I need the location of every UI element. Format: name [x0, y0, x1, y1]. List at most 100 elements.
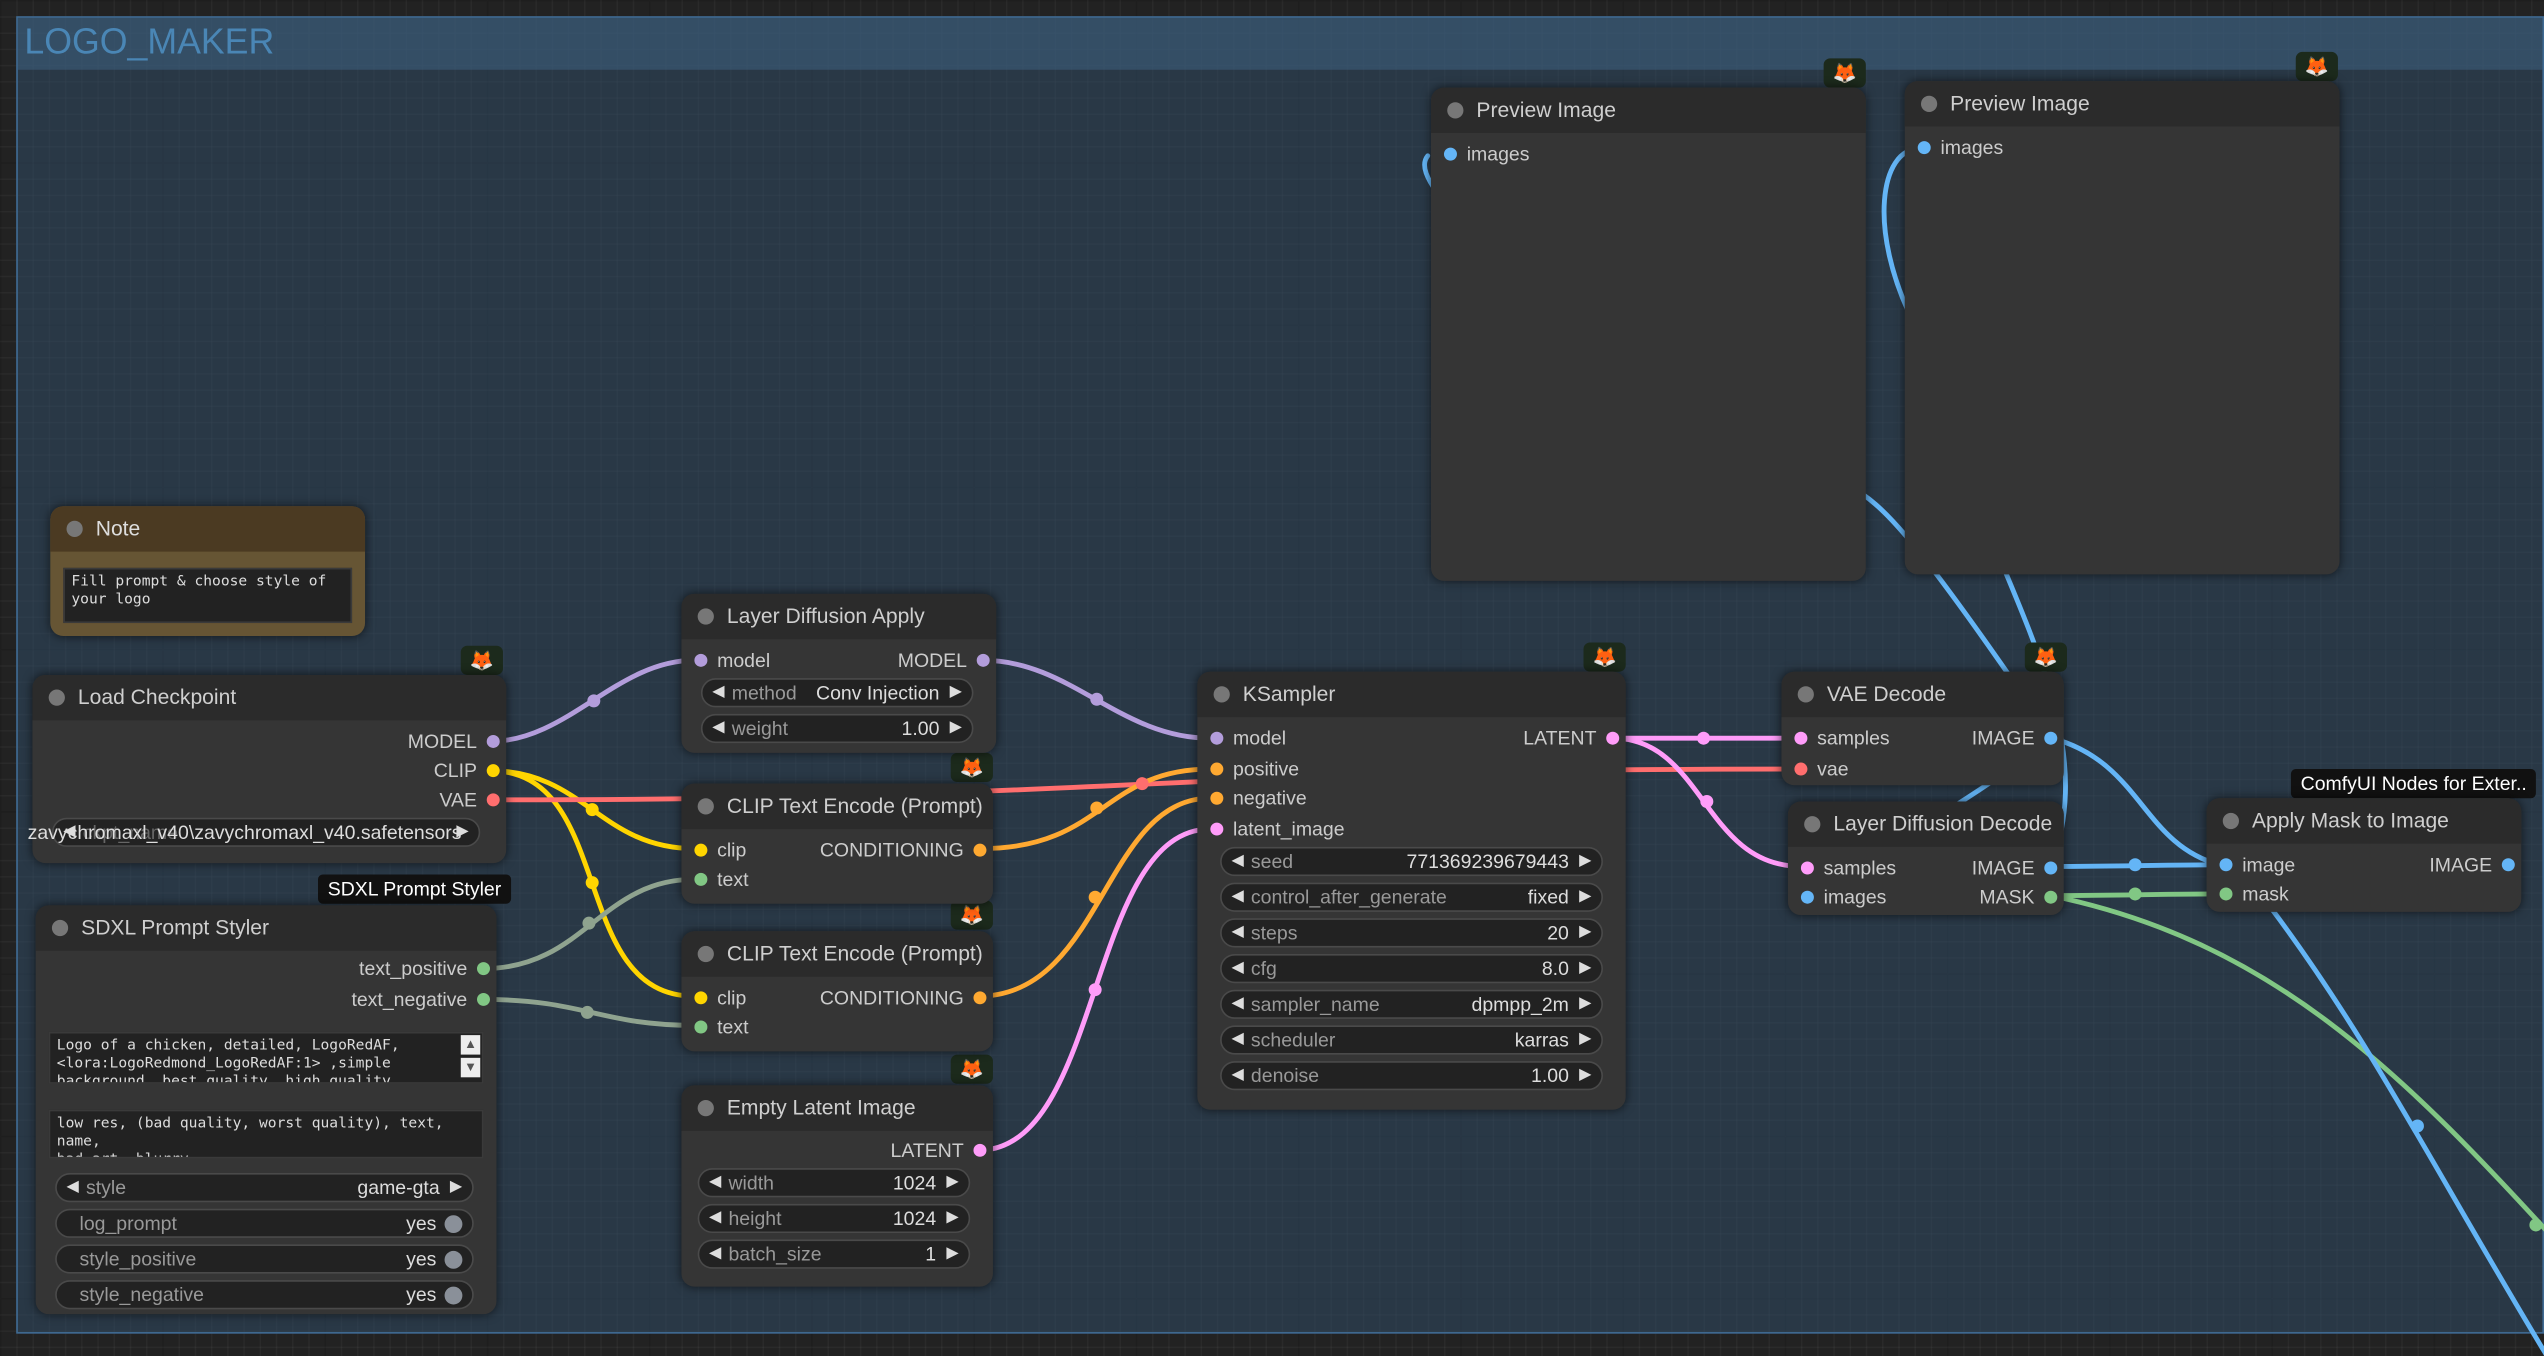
batch-size-number[interactable]: ◀ batch_size 1 ▶: [697, 1239, 971, 1269]
arrow-left-icon[interactable]: ◀: [63, 822, 76, 841]
collapse-dot[interactable]: [1213, 686, 1230, 703]
input-text[interactable]: text: [688, 865, 749, 894]
layer-diffusion-decode-node[interactable]: Layer Diffusion Decode samples images IM…: [1787, 801, 2064, 916]
arrow-left-icon[interactable]: ◀: [709, 1244, 722, 1263]
arrow-right-icon[interactable]: ▶: [449, 1177, 463, 1196]
note-node[interactable]: Note Fill prompt & choose style of your …: [50, 506, 366, 637]
node-title[interactable]: Layer Diffusion Apply: [681, 593, 997, 640]
arrow-left-icon[interactable]: ◀: [66, 1177, 80, 1196]
arrow-right-icon[interactable]: ▶: [949, 683, 963, 701]
input-negative[interactable]: negative: [1204, 784, 1307, 813]
input-positive[interactable]: positive: [1204, 754, 1299, 783]
apply-mask-to-image-node[interactable]: Apply Mask to Image image mask IMAGE: [2206, 798, 2522, 912]
output-clip[interactable]: CLIP: [434, 756, 507, 785]
style-negative-toggle[interactable]: style_negative yes: [55, 1280, 474, 1310]
clip-text-encode-node-1[interactable]: CLIP Text Encode (Prompt) clip text COND…: [681, 783, 993, 904]
arrow-right-icon[interactable]: ▶: [1579, 1065, 1592, 1084]
input-images[interactable]: images: [1437, 140, 1529, 169]
output-conditioning[interactable]: CONDITIONING: [820, 983, 993, 1012]
arrow-right-icon[interactable]: ▶: [946, 1244, 959, 1263]
arrow-left-icon[interactable]: ◀: [712, 683, 725, 701]
ksampler-node[interactable]: KSampler model positive negative latent_…: [1197, 671, 1626, 1110]
collapse-dot[interactable]: [51, 919, 69, 937]
vae-decode-node[interactable]: VAE Decode samples vae IMAGE: [1781, 671, 2064, 786]
output-image[interactable]: IMAGE: [2429, 850, 2521, 879]
log-prompt-toggle[interactable]: log_prompt yes: [55, 1208, 474, 1238]
output-model[interactable]: MODEL: [898, 646, 996, 675]
arrow-left-icon[interactable]: ◀: [1231, 851, 1244, 870]
node-title[interactable]: CLIP Text Encode (Prompt): [681, 931, 993, 977]
negative-prompt-textarea[interactable]: low res, (bad quality, worst quality), t…: [48, 1109, 484, 1159]
input-image[interactable]: image: [2213, 850, 2295, 879]
output-latent[interactable]: LATENT: [1523, 724, 1625, 753]
toggle-knob-icon[interactable]: [444, 1250, 463, 1269]
empty-latent-image-node[interactable]: Empty Latent Image LATENT ◀ width 1024 ▶…: [681, 1085, 993, 1287]
output-mask[interactable]: MASK: [1979, 883, 2063, 912]
style-combo[interactable]: ◀ style game-gta ▶: [55, 1173, 474, 1203]
output-image[interactable]: IMAGE: [1972, 724, 2064, 753]
collapse-dot[interactable]: [1804, 816, 1821, 833]
preview-image-node-2[interactable]: Preview Image images: [1904, 81, 2340, 575]
input-latent-image[interactable]: latent_image: [1204, 814, 1345, 843]
clip-text-encode-node-2[interactable]: CLIP Text Encode (Prompt) clip text COND…: [681, 931, 993, 1052]
node-title[interactable]: Empty Latent Image: [681, 1085, 993, 1131]
arrow-right-icon[interactable]: ▶: [949, 718, 963, 737]
arrow-left-icon[interactable]: ◀: [709, 1208, 722, 1227]
arrow-right-icon[interactable]: ▶: [1579, 923, 1592, 942]
layer-diffusion-apply-node[interactable]: Layer Diffusion Apply model MODEL ◀ meth…: [681, 593, 997, 753]
node-title[interactable]: Preview Image: [1431, 87, 1866, 134]
toggle-knob-icon[interactable]: [444, 1215, 463, 1234]
collapse-dot[interactable]: [697, 1100, 714, 1117]
collapse-dot[interactable]: [1920, 95, 1938, 112]
arrow-left-icon[interactable]: ◀: [1231, 1065, 1244, 1084]
arrow-right-icon[interactable]: ▶: [946, 1208, 959, 1227]
arrow-right-icon[interactable]: ▶: [1579, 994, 1592, 1013]
method-combo[interactable]: ◀ method Conv Injection ▶: [700, 678, 974, 708]
note-text[interactable]: Fill prompt & choose style of your logo: [63, 567, 353, 624]
node-title[interactable]: Apply Mask to Image: [2206, 798, 2522, 844]
arrow-left-icon[interactable]: ◀: [1231, 923, 1244, 942]
collapse-dot[interactable]: [1797, 686, 1814, 703]
output-text-negative[interactable]: text_negative: [351, 985, 496, 1014]
arrow-right-icon[interactable]: ▶: [946, 1173, 959, 1191]
output-latent[interactable]: LATENT: [891, 1136, 993, 1165]
collapse-dot[interactable]: [2222, 812, 2239, 830]
output-conditioning[interactable]: CONDITIONING: [820, 836, 993, 865]
scroll-up-icon[interactable]: ▲: [460, 1035, 481, 1055]
positive-prompt-textarea[interactable]: Logo of a chicken, detailed, LogoRedAF, …: [48, 1031, 484, 1084]
collapse-dot[interactable]: [48, 689, 65, 706]
style-positive-toggle[interactable]: style_positive yes: [55, 1244, 474, 1274]
weight-number[interactable]: ◀ weight 1.00 ▶: [700, 713, 974, 744]
collapse-dot[interactable]: [66, 520, 83, 538]
arrow-right-icon[interactable]: ▶: [1579, 887, 1592, 906]
load-checkpoint-node[interactable]: Load Checkpoint MODEL CLIP VAE ◀ ckpt_na…: [28, 674, 507, 864]
arrow-right-icon[interactable]: ▶: [1579, 958, 1592, 977]
arrow-right-icon[interactable]: ▶: [456, 822, 469, 841]
input-images[interactable]: images: [1911, 133, 2003, 162]
input-clip[interactable]: clip: [688, 983, 746, 1012]
input-mask[interactable]: mask: [2213, 879, 2289, 908]
arrow-left-icon[interactable]: ◀: [1231, 958, 1244, 977]
input-samples[interactable]: samples: [1788, 724, 1890, 753]
input-model[interactable]: model: [1204, 724, 1286, 753]
arrow-left-icon[interactable]: ◀: [709, 1173, 722, 1191]
arrow-left-icon[interactable]: ◀: [712, 718, 725, 737]
input-vae[interactable]: vae: [1788, 754, 1849, 783]
node-title[interactable]: Layer Diffusion Decode: [1787, 801, 2064, 847]
collapse-dot[interactable]: [697, 798, 714, 815]
preview-image-node-1[interactable]: Preview Image images: [1431, 87, 1866, 581]
height-number[interactable]: ◀ height 1024 ▶: [697, 1203, 971, 1234]
output-vae[interactable]: VAE: [439, 785, 506, 814]
collapse-dot[interactable]: [697, 945, 714, 963]
input-text[interactable]: text: [688, 1012, 749, 1041]
collapse-dot[interactable]: [1447, 102, 1464, 119]
node-title[interactable]: Note: [50, 506, 366, 552]
arrow-left-icon[interactable]: ◀: [1231, 994, 1244, 1013]
node-title[interactable]: Load Checkpoint: [32, 674, 507, 721]
